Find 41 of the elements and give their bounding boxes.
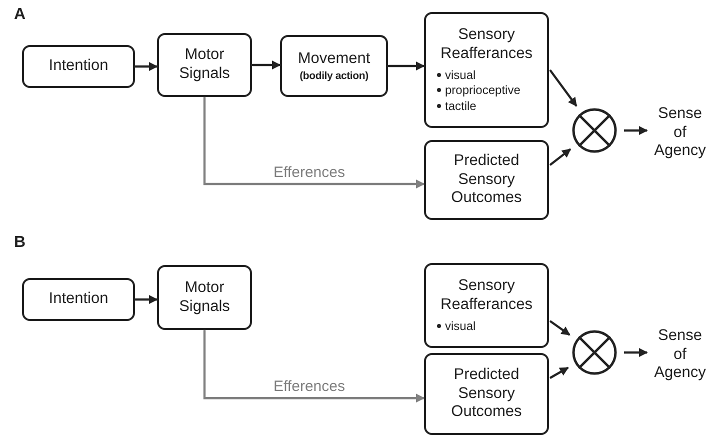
arrow — [135, 295, 158, 304]
arrow — [388, 62, 425, 70]
box-title: Motor Signals — [178, 46, 231, 84]
process-box — [157, 33, 252, 97]
bullet-item: tactile — [437, 98, 544, 114]
process-box — [424, 263, 549, 348]
process-box — [22, 45, 135, 88]
comparator-circle — [572, 330, 617, 375]
box-title: Movement — [298, 50, 370, 69]
box-title: Predicted Sensory Outcomes — [450, 152, 523, 208]
arrow — [135, 62, 158, 71]
comparator-circle — [572, 108, 617, 153]
node-label: Sense of Agency — [651, 102, 709, 164]
box-title: Intention — [48, 57, 108, 76]
box-title: Predicted Sensory Outcomes — [450, 366, 523, 422]
bullet-item: visual — [437, 318, 544, 334]
arrow — [203, 97, 425, 188]
arrow — [252, 60, 281, 70]
arrow — [549, 69, 578, 107]
arrow — [203, 330, 425, 403]
process-box — [157, 265, 252, 330]
arrow — [549, 148, 572, 166]
bullet-item: proprioceptive — [437, 83, 544, 99]
panel-label: A — [14, 6, 26, 24]
process-box — [424, 12, 549, 128]
box-title: Motor Signals — [178, 278, 231, 316]
process-box — [280, 35, 388, 97]
box-title: Sensory Reafferances — [440, 26, 534, 64]
arrow — [624, 126, 648, 135]
process-box — [22, 278, 135, 321]
panel-label: B — [14, 234, 26, 252]
box-title: Sensory Reafferances — [440, 276, 534, 315]
arrow — [549, 366, 569, 379]
bullet-item: visual — [437, 68, 544, 84]
box-title: Intention — [48, 290, 108, 309]
process-box — [424, 140, 549, 220]
process-box — [424, 353, 549, 435]
box-note: (bodily action) — [300, 70, 368, 82]
arrow — [624, 348, 648, 357]
arrow — [549, 320, 570, 336]
node-label: Sense of Agency — [651, 324, 709, 386]
